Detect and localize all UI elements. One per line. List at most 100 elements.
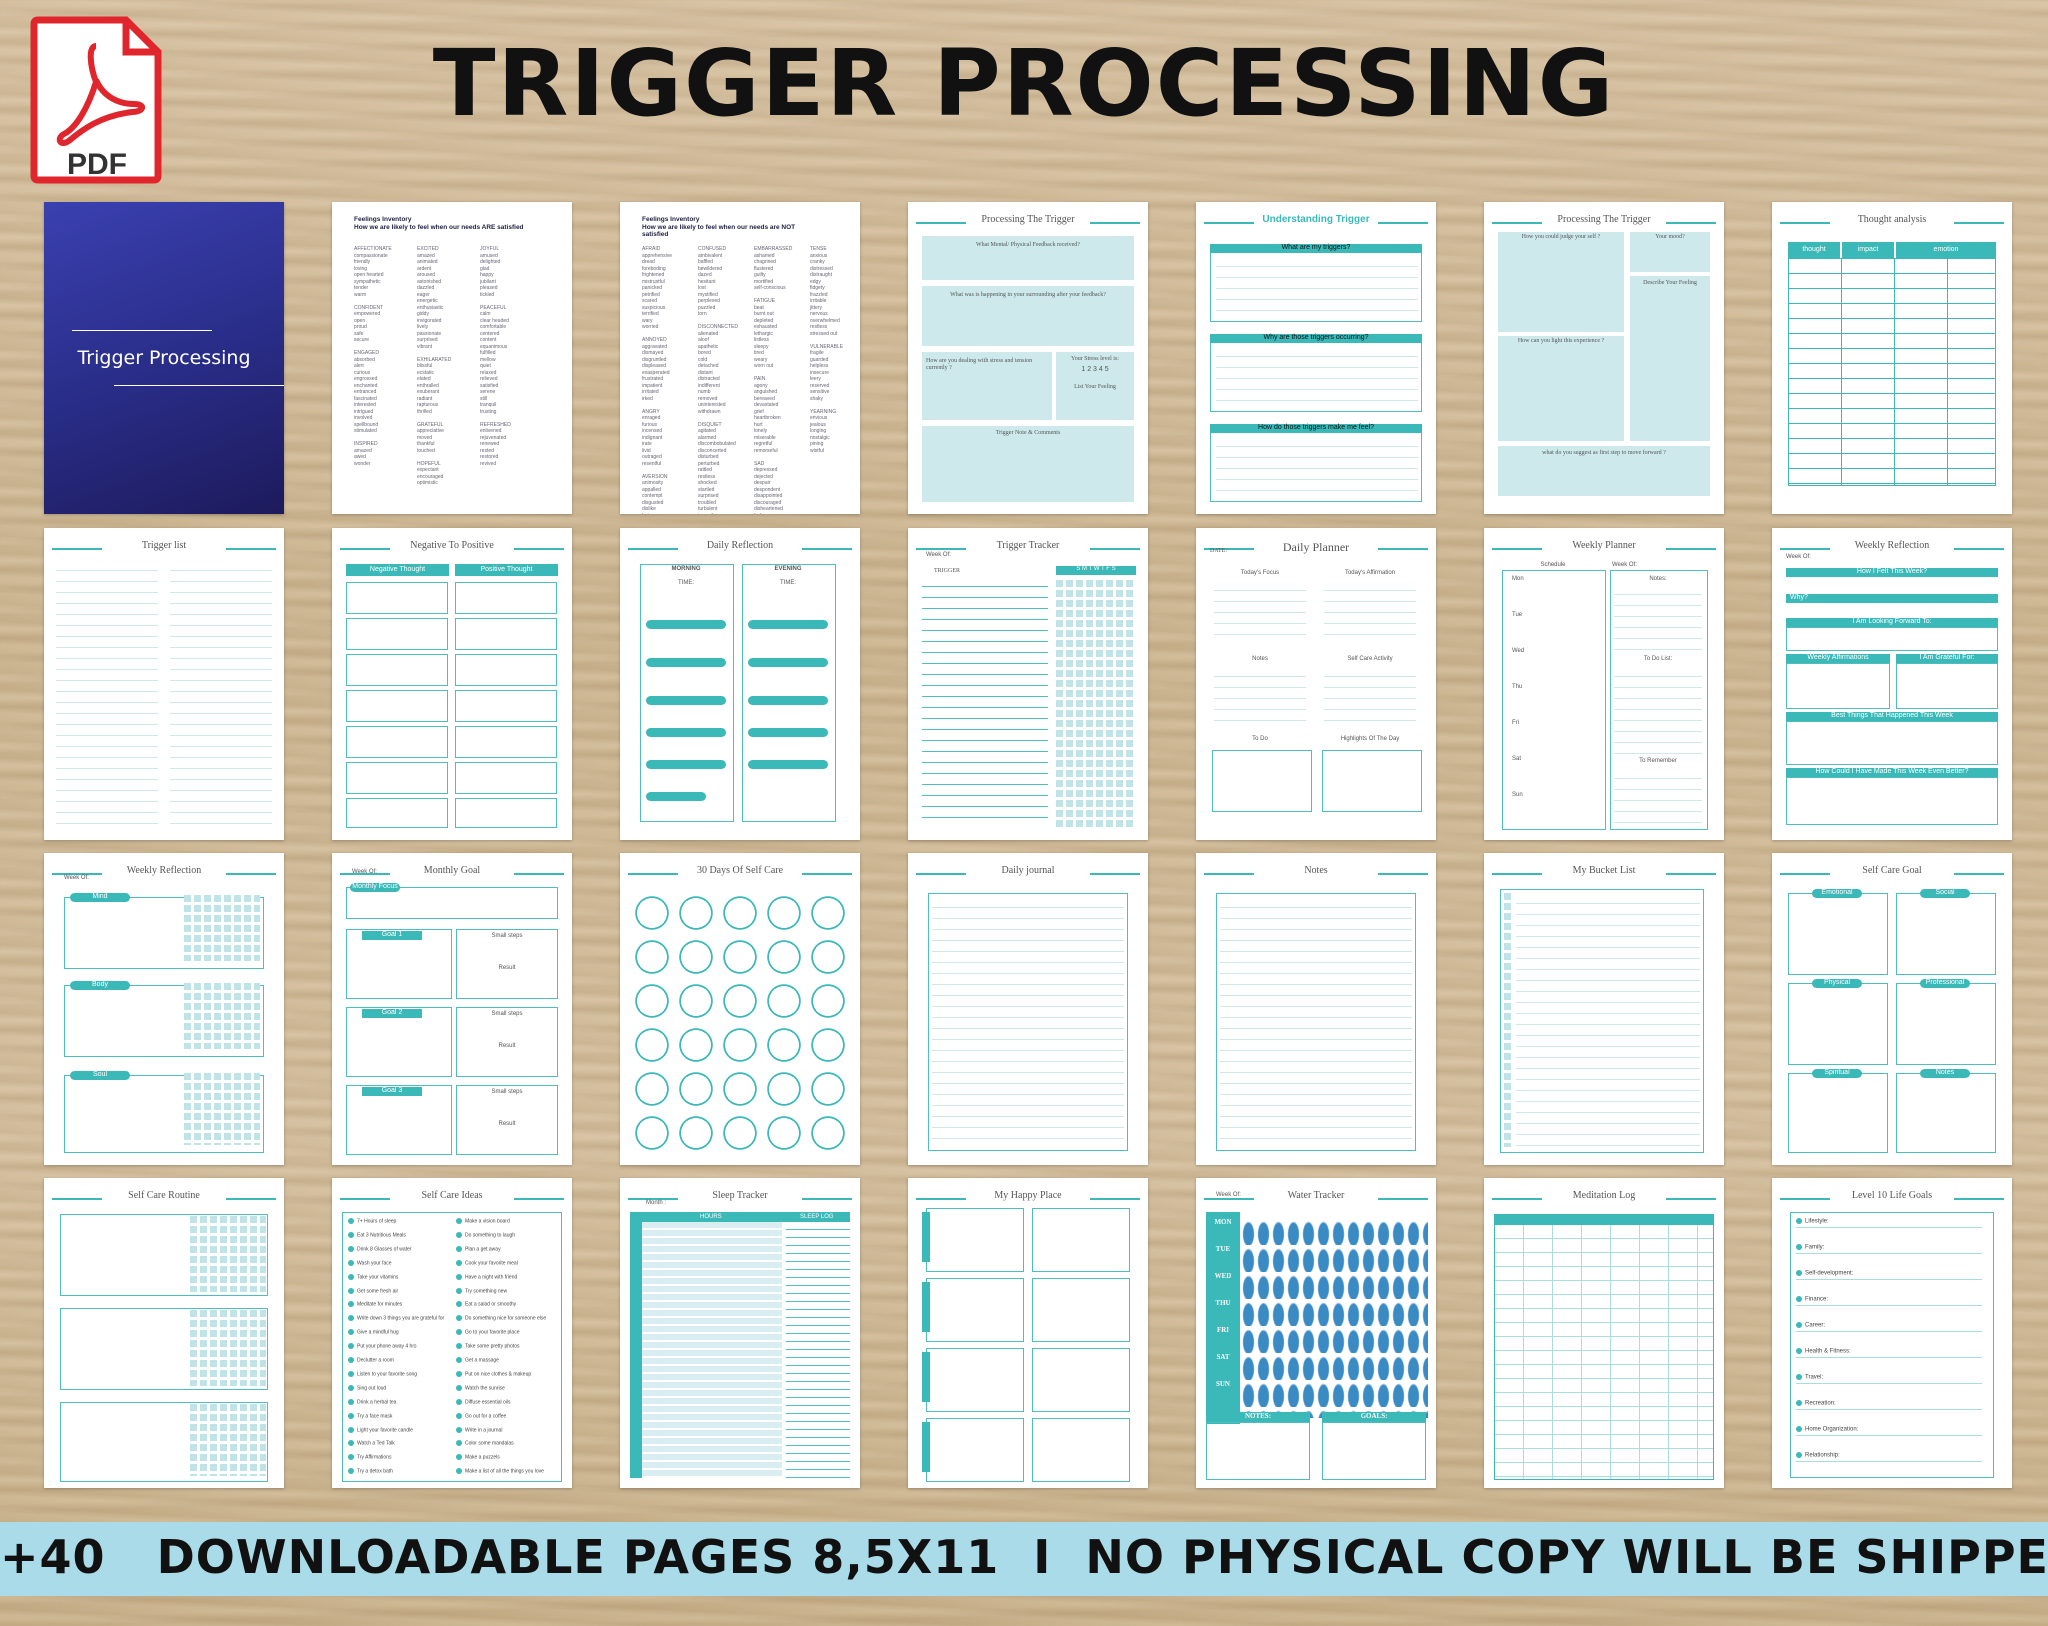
page-heading: Daily Reflection bbox=[620, 540, 860, 551]
list-item: Put on nice clothes & makeup bbox=[456, 1370, 531, 1377]
bullet-icon bbox=[348, 1343, 354, 1350]
page-notes: Notes bbox=[1196, 853, 1436, 1165]
list-item: Home Organization: bbox=[1796, 1426, 1982, 1436]
month-label: Month : bbox=[646, 1200, 667, 1206]
list-item: Make a puzzels bbox=[456, 1454, 500, 1461]
list-item-label: Sing out loud bbox=[357, 1385, 387, 1392]
list-item-label: Try a detox bath bbox=[357, 1468, 393, 1475]
list-item-label: Wash your face bbox=[357, 1260, 392, 1267]
list-item: Put your phone away 4 hrs bbox=[348, 1343, 416, 1349]
page-heading: Processing The Trigger bbox=[1484, 214, 1724, 225]
page-heading: Processing The Trigger bbox=[908, 214, 1148, 225]
bullet-icon bbox=[456, 1357, 462, 1363]
bullet-icon bbox=[456, 1343, 462, 1350]
week-label: Week Of: bbox=[1786, 554, 1811, 560]
list-item: Eat a salad or smoothy bbox=[456, 1301, 517, 1308]
list-item-label: Finance: bbox=[1805, 1296, 1829, 1303]
bullet-icon bbox=[348, 1218, 354, 1224]
bullet-icon bbox=[456, 1287, 462, 1294]
list-item-label: Listen to your favorite song bbox=[357, 1371, 418, 1378]
week-label: Week Of: bbox=[352, 869, 377, 875]
pdf-file-icon: PDF bbox=[30, 16, 162, 184]
list-item-label: Color some mandalas bbox=[465, 1440, 514, 1447]
cover-title: Trigger Processing bbox=[77, 347, 251, 369]
column-header: emotion bbox=[1896, 242, 1996, 258]
list-item: Write down 3 things you are grateful for bbox=[348, 1315, 444, 1322]
page-heading: Meditation Log bbox=[1484, 1190, 1724, 1201]
page-30-days-self-care: 30 Days Of Self Care bbox=[620, 853, 860, 1165]
list-item: Relationship: bbox=[1796, 1452, 1982, 1462]
week-label: Week Of: bbox=[926, 552, 951, 558]
page-weekly-reflection-1: Weekly Reflection Week Of: How I Felt Th… bbox=[1772, 528, 2012, 840]
page-title: TRIGGER PROCESSING bbox=[432, 30, 1616, 137]
time-label: TIME: bbox=[678, 580, 694, 586]
list-item-label: Get a massage bbox=[465, 1357, 499, 1364]
list-item-label: Light your favorite candle bbox=[357, 1426, 413, 1433]
bullet-icon bbox=[348, 1384, 354, 1391]
page-thought-analysis: Thought analysis thought impact emotion bbox=[1772, 202, 2012, 514]
date-label: DATE: bbox=[1210, 548, 1227, 554]
section-header: Mind bbox=[70, 893, 130, 902]
area-label: Social bbox=[1920, 889, 1970, 898]
bullet-icon bbox=[456, 1370, 462, 1377]
list-item: Career: bbox=[1796, 1322, 1982, 1332]
page-trigger-list: Trigger list bbox=[44, 528, 284, 840]
bullet-icon bbox=[348, 1370, 354, 1377]
section-header: Best Things That Happened This Week bbox=[1786, 712, 1998, 721]
goal-label: Goal 2 bbox=[362, 1009, 422, 1018]
section-header: Soul bbox=[70, 1071, 130, 1080]
column-header: thought bbox=[1788, 242, 1840, 258]
section-header: Monthly Focus bbox=[350, 883, 400, 892]
area-label: Spiritual bbox=[1812, 1069, 1862, 1078]
list-item-label: Health & Fitness: bbox=[1805, 1348, 1851, 1355]
list-item-label: Eat a salad or smoothy bbox=[465, 1301, 517, 1308]
page-heading: Daily Planner bbox=[1196, 540, 1436, 555]
bullet-icon bbox=[348, 1273, 354, 1280]
bullet-icon bbox=[1796, 1348, 1802, 1354]
day-label: Mon bbox=[1512, 576, 1524, 582]
section-header: GOALS: bbox=[1322, 1412, 1426, 1422]
area-label: Professional bbox=[1920, 979, 1970, 988]
list-item: Family: bbox=[1796, 1244, 1982, 1254]
page-heading: Self Care Routine bbox=[44, 1190, 284, 1201]
bullet-icon bbox=[1796, 1244, 1802, 1250]
list-item: Go out for a coffee bbox=[456, 1412, 507, 1419]
list-item: Drink a herbal tea bbox=[348, 1398, 396, 1405]
page-self-care-routine: Self Care Routine bbox=[44, 1178, 284, 1488]
list-item-label: Lifestyle: bbox=[1805, 1218, 1829, 1225]
page-bucket-list: My Bucket List bbox=[1484, 853, 1724, 1165]
section-header: Why are those triggers occurring? bbox=[1210, 334, 1422, 343]
list-item: Do something nice for someone else bbox=[456, 1315, 546, 1322]
bullet-icon bbox=[456, 1440, 462, 1447]
list-item-label: Make a vision board bbox=[465, 1218, 510, 1225]
list-item: Drink 8 Glasses of water bbox=[348, 1245, 411, 1252]
list-item: Watch the sunrise bbox=[456, 1384, 505, 1391]
section-header: I Am Looking Forward To: bbox=[1786, 618, 1998, 627]
day-label: THU bbox=[1215, 1299, 1231, 1307]
list-item-label: Go out for a coffee bbox=[465, 1412, 507, 1419]
bullet-icon bbox=[456, 1412, 462, 1419]
list-item-label: Try a face mask bbox=[357, 1412, 393, 1419]
result-label: Result bbox=[498, 1121, 516, 1127]
bullet-icon bbox=[1796, 1426, 1802, 1432]
list-item-label: Diffuse essential oils bbox=[465, 1399, 511, 1406]
banner-text: +40 DOWNLOADABLE PAGES 8,5X11 I NO PHYSI… bbox=[0, 1530, 2048, 1584]
list-item: Watch a Ted Talk bbox=[348, 1440, 395, 1447]
list-item: Have a night with friend bbox=[456, 1273, 517, 1280]
list-item-label: Plan a get away bbox=[465, 1246, 501, 1253]
question-text: How can you light this experience ? bbox=[1517, 338, 1605, 344]
page-processing-trigger-1: Processing The Trigger What Mental/ Phys… bbox=[908, 202, 1148, 514]
section-header: Notes bbox=[1252, 656, 1268, 662]
day-label: Thu bbox=[1512, 684, 1523, 690]
page-feelings-satisfied: Feelings Inventory How we are likely to … bbox=[332, 202, 572, 514]
list-item: Meditate for minutes bbox=[348, 1301, 402, 1308]
list-item-label: Do something to laugh bbox=[465, 1232, 516, 1239]
day-label: TUE bbox=[1215, 1245, 1231, 1253]
time-label: TIME: bbox=[780, 580, 796, 586]
list-item-label: Home Organization: bbox=[1805, 1426, 1859, 1433]
goal-label: Goal 3 bbox=[362, 1087, 422, 1096]
list-item: Lifestyle: bbox=[1796, 1218, 1982, 1228]
list-item-label: Travel: bbox=[1805, 1374, 1824, 1381]
bullet-icon bbox=[456, 1454, 462, 1461]
